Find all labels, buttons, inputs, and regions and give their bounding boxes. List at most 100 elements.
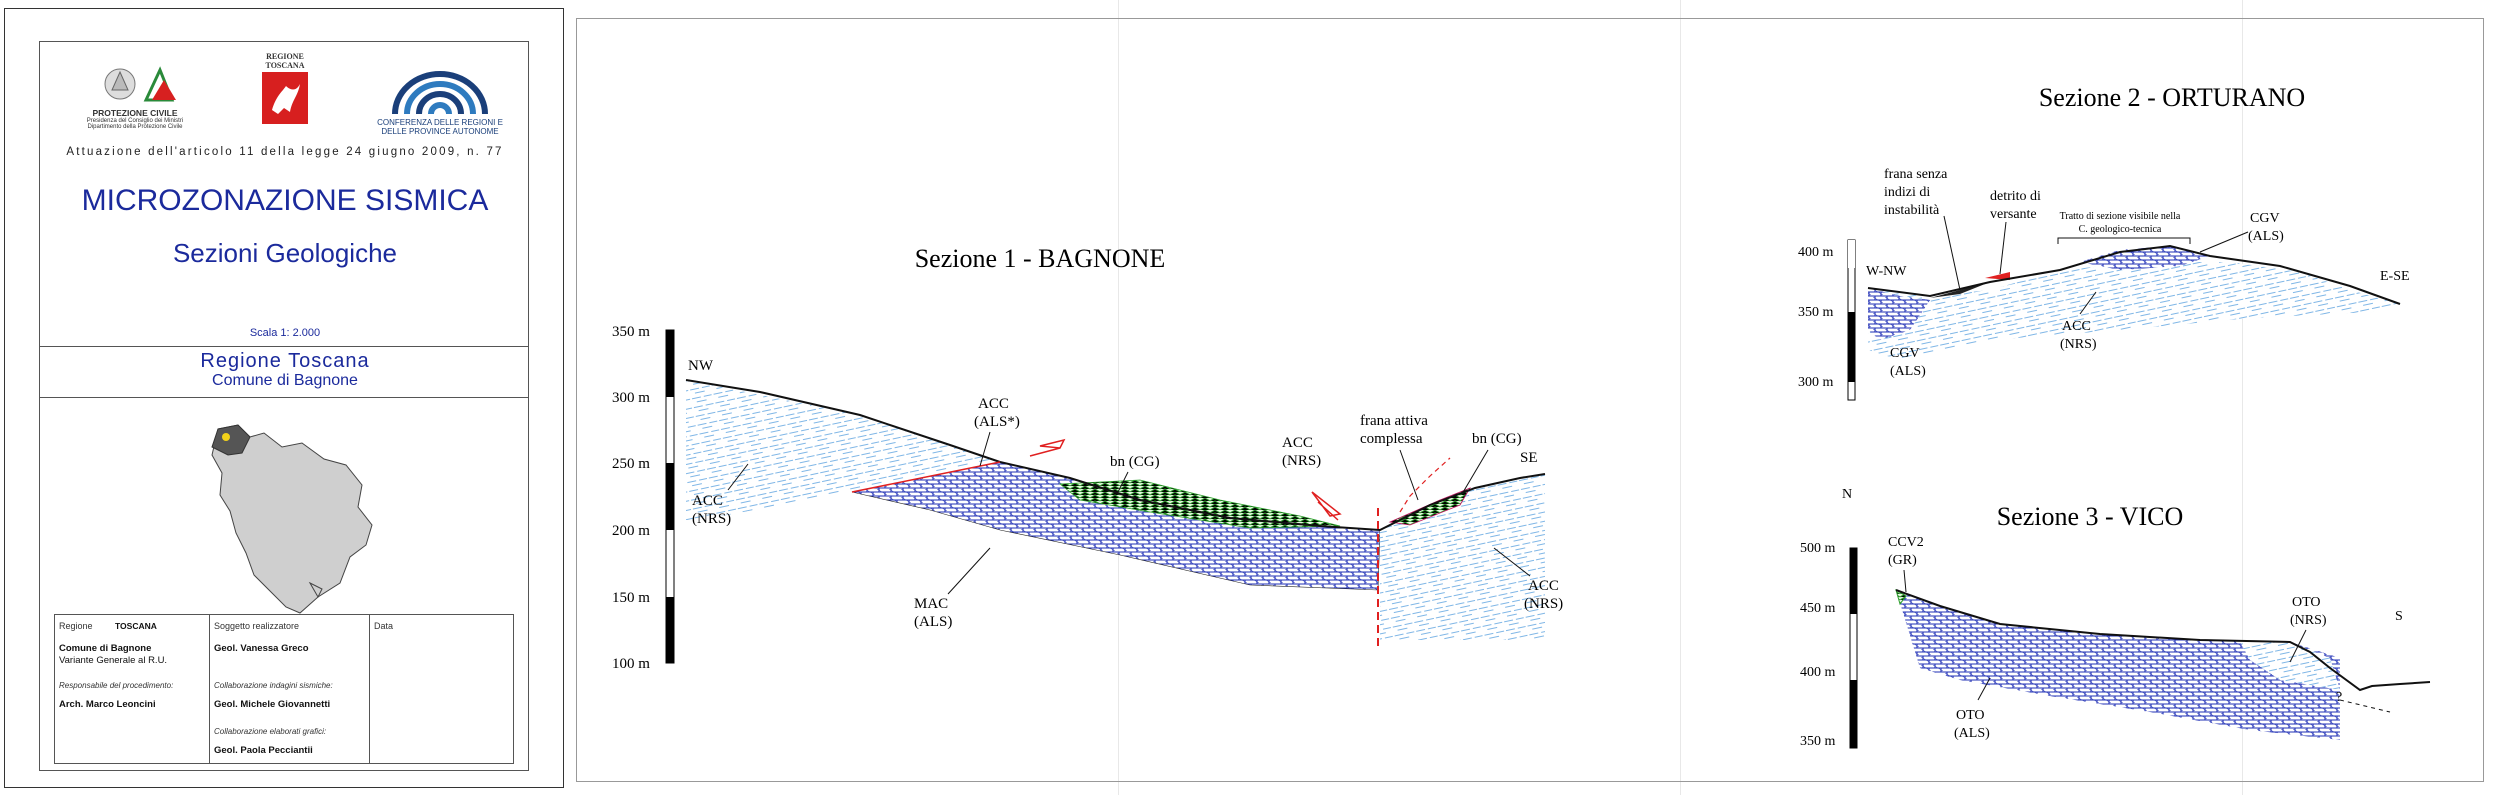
info-col-data: Data	[370, 615, 513, 763]
s2-ese-label: E-SE	[2380, 269, 2410, 284]
s3-tick: 350 m	[1800, 734, 1836, 749]
title-block: PROTEZIONE CIVILE Presidenza del Consigl…	[39, 41, 529, 771]
section-1: Sezione 1 - BAGNONE 350 m 300 m 250 m 20…	[612, 244, 1563, 672]
section3-title: Sezione 3 - VICO	[1997, 502, 2184, 531]
resp-label: Responsabile del procedimento:	[59, 681, 174, 690]
s3-oto-als	[1896, 590, 2340, 740]
s2-tratto-1: Tratto di sezione visibile nella	[2060, 211, 2181, 222]
s2-tick: 400 m	[1798, 245, 1834, 260]
s2-tratto-2: C. geologico-tecnica	[2079, 224, 2162, 235]
s1-leader	[727, 463, 749, 491]
collab2-label: Collaborazione elaborati grafici:	[214, 727, 327, 736]
s1-acc-left-2: (NRS)	[692, 511, 731, 527]
s2-acc-1: ACC	[2062, 319, 2091, 334]
s3-n-label: N	[1842, 487, 1852, 502]
s1-fault-acc	[851, 461, 1001, 493]
s1-mac-1: MAC	[914, 596, 948, 612]
s3-ccv2-2: (GR)	[1888, 553, 1917, 568]
acc-marl-left	[686, 380, 1000, 520]
s2-leader	[2079, 291, 2097, 315]
soggetto-name: Geol. Vanessa Greco	[214, 643, 309, 654]
variante-value: Variante Generale al R.U.	[59, 655, 168, 666]
s1-bn-cg-2: bn (CG)	[1472, 431, 1522, 447]
regione-label: Regione	[59, 621, 93, 631]
act-reference: Attuazione dell'articolo 11 della legge …	[66, 146, 504, 158]
sections-sheet	[576, 18, 2484, 782]
s3-oto-als-2: (ALS)	[1954, 726, 1990, 741]
section2-scale-bar: 400 m 350 m 300 m	[1798, 239, 1856, 401]
s1-se-label: SE	[1520, 450, 1538, 466]
s1-acc-right-1: ACC	[1528, 578, 1559, 594]
collab1-label: Collaborazione indagini sismiche:	[214, 681, 333, 690]
regione-value: TOSCANA	[115, 621, 157, 631]
s2-detrito	[1985, 272, 2010, 280]
pc-sub1: Presidenza del Consiglio dei Ministri	[86, 118, 184, 124]
sheet-fold-line	[2242, 0, 2243, 795]
s1-leader	[1493, 547, 1531, 577]
divider	[40, 346, 528, 347]
s1-acc-right-2: (NRS)	[1524, 596, 1563, 612]
divider	[40, 397, 528, 398]
s2-detrito-2: versante	[1990, 207, 2037, 222]
s2-cgv-right	[2080, 246, 2210, 270]
comune-name: Comune di Bagnone	[212, 372, 358, 389]
s3-oto-nrs	[2240, 642, 2340, 690]
pegasus-flag-icon	[262, 72, 308, 124]
s2-leader	[1999, 221, 2007, 275]
protezione-civile-logo: PROTEZIONE CIVILE Presidenza del Consigl…	[80, 62, 190, 130]
s2-cgv-r-1: CGV	[2250, 211, 2280, 226]
conferenza-regioni-logo: CONFERENZA DELLE REGIONI E DELLE PROVINC…	[370, 70, 510, 136]
sheet-fold-line	[1118, 0, 1119, 795]
s3-tick: 450 m	[1800, 601, 1836, 616]
logos-row: PROTEZIONE CIVILE Presidenza del Consigl…	[40, 42, 530, 152]
s3-tick: 500 m	[1800, 541, 1836, 556]
s1-tick: 350 m	[612, 324, 650, 340]
s1-acc-als-1: ACC	[978, 396, 1009, 412]
s1-acc-als-2: (ALS*)	[974, 414, 1020, 430]
region-name: Regione Toscana	[200, 350, 370, 372]
s2-acc-2: (NRS)	[2060, 337, 2097, 352]
rt-line1: REGIONE	[266, 52, 304, 61]
rt-line2: TOSCANA	[265, 61, 305, 70]
s3-ccv2-1: CCV2	[1888, 535, 1924, 550]
section1-title: Sezione 1 - BAGNONE	[915, 244, 1166, 273]
s1-acc-mid-1: ACC	[1282, 435, 1313, 451]
s3-ccv2	[1895, 588, 1907, 606]
s1-tick: 200 m	[612, 523, 650, 539]
s2-cgv-left	[1868, 288, 1930, 340]
s3-leader	[1977, 677, 1991, 701]
regione-toscana-logo: REGIONE TOSCANA	[250, 52, 320, 128]
s1-frana-1: frana attiva	[1360, 413, 1428, 429]
info-col-soggetto: Soggetto realizzatore Geol. Vanessa Grec…	[210, 615, 370, 763]
s1-acc-mid-2: (NRS)	[1282, 453, 1321, 469]
info-col-regione: Regione TOSCANA Comune di Bagnone Varian…	[55, 615, 210, 763]
s3-question: ?	[2336, 690, 2342, 705]
s1-nw-label: NW	[688, 358, 714, 374]
s1-tick: 250 m	[612, 456, 650, 472]
data-label: Data	[374, 621, 394, 631]
collab2-name: Geol. Paola Pecciantii	[214, 745, 313, 756]
page-subtitle: Sezioni Geologiche	[172, 238, 398, 268]
s1-leader	[1117, 471, 1129, 493]
pc-name: PROTEZIONE CIVILE	[92, 108, 178, 118]
collab1-name: Geol. Michele Giovannetti	[214, 699, 331, 710]
s2-frana-1: frana senza	[1884, 167, 1948, 182]
s3-oto-nrs-2: (NRS)	[2290, 613, 2327, 628]
section3-scale-bar: 500 m 450 m 400 m 350 m	[1800, 541, 1858, 749]
s3-oto-als-1: OTO	[1956, 708, 1985, 723]
section2-title: Sezione 2 - ORTURANO	[2039, 83, 2305, 112]
section-2: Sezione 2 - ORTURANO 400 m 350 m 300 m W…	[1798, 83, 2410, 401]
s2-leader	[2199, 231, 2249, 253]
resp-name: Arch. Marco Leoncini	[59, 699, 156, 710]
s1-leader	[979, 431, 991, 467]
s2-acc-marl	[1868, 262, 2400, 360]
conf-line1: CONFERENZA DELLE REGIONI E	[377, 118, 503, 127]
s2-wnw-label: W-NW	[1866, 264, 1907, 279]
s1-fault-arrows-2	[1311, 491, 1342, 521]
s3-s-label: S	[2395, 609, 2403, 624]
s1-tick: 100 m	[612, 656, 650, 672]
s2-tick: 350 m	[1798, 305, 1834, 320]
s3-leader	[2289, 629, 2307, 663]
tuscany-outline-icon	[211, 424, 373, 614]
